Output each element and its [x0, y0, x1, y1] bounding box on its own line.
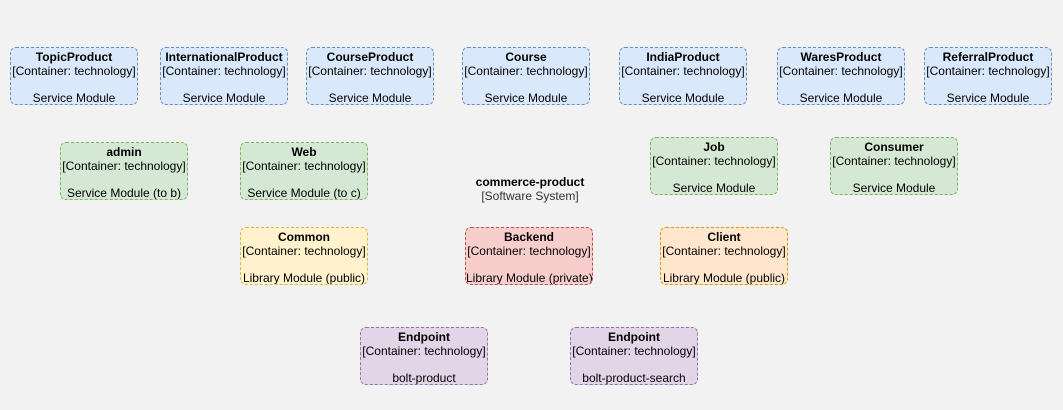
container-title: Job [703, 140, 725, 154]
container-endpoint-bolt-product[interactable]: Endpoint [Container: technology] bolt-pr… [360, 327, 488, 385]
container-description: Library Module (public) [242, 271, 366, 285]
container-technology: [Container: technology] [242, 159, 366, 173]
container-description: Service Module (to b) [66, 186, 182, 200]
container-technology: [Container: technology] [572, 344, 696, 358]
container-topicproduct[interactable]: TopicProduct [Container: technology] Ser… [10, 47, 138, 105]
container-description: Service Module [328, 91, 412, 105]
container-title: Web [291, 145, 317, 159]
container-job[interactable]: Job [Container: technology] Service Modu… [650, 137, 778, 195]
container-title: Backend [503, 230, 555, 244]
container-description: Service Module [484, 91, 568, 105]
container-description: Library Module (private) [466, 271, 593, 285]
container-technology: [Container: technology] [832, 154, 956, 168]
container-title: IndiaProduct [646, 50, 720, 64]
container-description: bolt-product [392, 371, 456, 385]
container-internationalproduct[interactable]: InternationalProduct [Container: technol… [160, 47, 288, 105]
system-type: [Software System] [481, 189, 579, 203]
container-course[interactable]: Course [Container: technology] Service M… [462, 47, 590, 105]
container-technology: [Container: technology] [308, 64, 432, 78]
container-consumer[interactable]: Consumer [Container: technology] Service… [830, 137, 958, 195]
system-title: commerce-product [475, 175, 585, 189]
container-technology: [Container: technology] [779, 64, 903, 78]
container-backend[interactable]: Backend [Container: technology] Library … [465, 227, 593, 285]
container-technology: [Container: technology] [162, 64, 286, 78]
container-description: Service Module (to c) [247, 186, 361, 200]
container-admin[interactable]: admin [Container: technology] Service Mo… [60, 142, 188, 200]
container-title: ReferralProduct [942, 50, 1034, 64]
container-title: WaresProduct [800, 50, 882, 64]
container-waresproduct[interactable]: WaresProduct [Container: technology] Ser… [777, 47, 905, 105]
container-description: Service Module [852, 181, 936, 195]
container-technology: [Container: technology] [662, 244, 786, 258]
container-technology: [Container: technology] [362, 344, 486, 358]
container-indiaproduct[interactable]: IndiaProduct [Container: technology] Ser… [619, 47, 747, 105]
container-description: Library Module (public) [662, 271, 786, 285]
container-technology: [Container: technology] [926, 64, 1050, 78]
container-description: Service Module [946, 91, 1030, 105]
container-common[interactable]: Common [Container: technology] Library M… [240, 227, 368, 285]
container-technology: [Container: technology] [242, 244, 366, 258]
container-technology: [Container: technology] [464, 64, 588, 78]
container-technology: [Container: technology] [467, 244, 591, 258]
container-title: Endpoint [398, 330, 450, 344]
container-technology: [Container: technology] [12, 64, 136, 78]
container-title: admin [106, 145, 142, 159]
container-description: bolt-product-search [582, 371, 686, 385]
container-title: InternationalProduct [165, 50, 283, 64]
container-endpoint-bolt-product-search[interactable]: Endpoint [Container: technology] bolt-pr… [570, 327, 698, 385]
container-title: Client [707, 230, 741, 244]
container-technology: [Container: technology] [62, 159, 186, 173]
container-description: Service Module [182, 91, 266, 105]
container-title: Common [278, 230, 330, 244]
container-web[interactable]: Web [Container: technology] Service Modu… [240, 142, 368, 200]
container-title: Endpoint [608, 330, 660, 344]
container-title: TopicProduct [35, 50, 113, 64]
container-referralproduct[interactable]: ReferralProduct [Container: technology] … [924, 47, 1052, 105]
container-description: Service Module [672, 181, 756, 195]
container-title: Consumer [864, 140, 924, 154]
container-courseproduct[interactable]: CourseProduct [Container: technology] Se… [306, 47, 434, 105]
container-technology: [Container: technology] [652, 154, 776, 168]
container-description: Service Module [32, 91, 116, 105]
container-title: CourseProduct [326, 50, 414, 64]
container-technology: [Container: technology] [621, 64, 745, 78]
container-title: Course [505, 50, 547, 64]
container-client[interactable]: Client [Container: technology] Library M… [660, 227, 788, 285]
container-description: Service Module [799, 91, 883, 105]
system-label: commerce-product [Software System] [455, 175, 605, 203]
container-description: Service Module [641, 91, 725, 105]
